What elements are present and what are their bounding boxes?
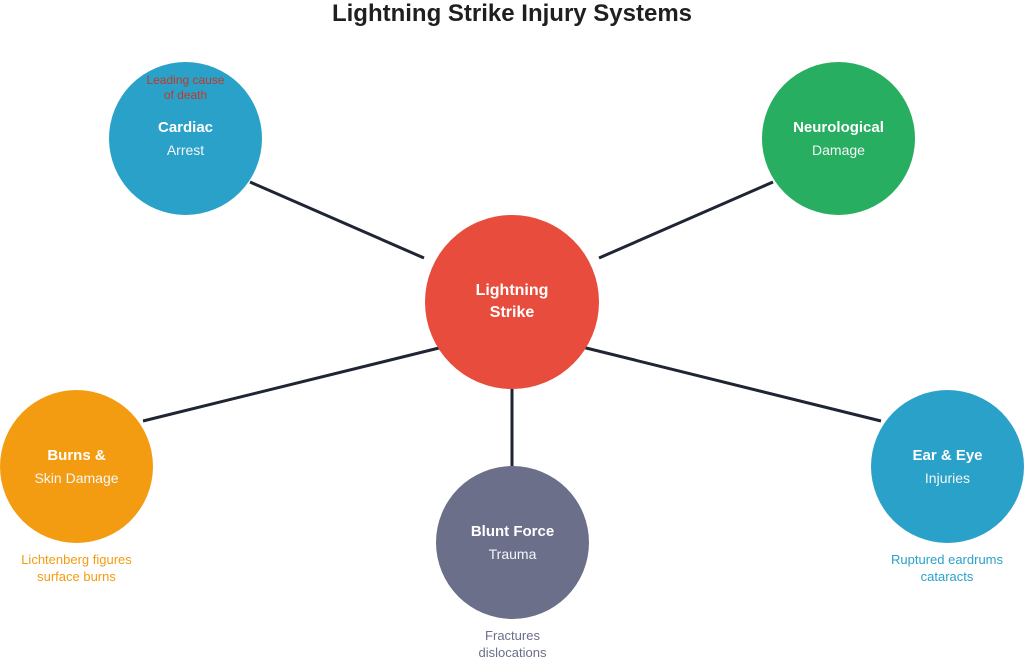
node-neuro-subtitle: Damage	[812, 141, 865, 158]
node-center-line1: Lightning	[475, 282, 549, 299]
node-cardiac-arrest: Cardiac Arrest	[109, 62, 262, 215]
note-eareye-line2: cataracts	[920, 569, 974, 584]
note-burns-line2: surface burns	[37, 569, 116, 584]
note-burns-line1: Lichtenberg figures	[21, 552, 132, 567]
node-lightning-strike: Lightning Strike	[425, 215, 599, 389]
node-burns-skin-damage: Burns & Skin Damage	[0, 390, 153, 543]
node-neuro-title: Neurological	[793, 118, 884, 136]
note-eareye-line1: Ruptured eardrums	[891, 552, 1003, 567]
note-cardiac: Leading cause of death	[115, 73, 256, 103]
connector-eareye	[577, 344, 882, 423]
note-blunt: Fractures dislocations	[436, 627, 589, 661]
note-burns: Lichtenberg figures surface burns	[0, 551, 153, 585]
node-ear-eye-injuries: Ear & Eye Injuries	[871, 390, 1024, 543]
node-cardiac-title: Cardiac	[157, 118, 214, 136]
note-blunt-line2: dislocations	[478, 645, 547, 660]
node-blunt-title: Blunt Force	[470, 522, 555, 540]
node-burns-subtitle: Skin Damage	[34, 469, 119, 486]
note-cardiac-line2: of death	[163, 88, 208, 102]
node-cardiac-subtitle: Arrest	[166, 141, 205, 158]
node-burns-title: Burns &	[47, 446, 106, 464]
node-center-line2: Strike	[489, 304, 535, 321]
note-eareye: Ruptured eardrums cataracts	[864, 551, 1024, 585]
note-cardiac-line1: Leading cause	[146, 73, 225, 87]
node-neurological-damage: Neurological Damage	[762, 62, 915, 215]
connector-cardiac	[249, 180, 425, 260]
note-blunt-line1: Fractures	[485, 628, 540, 643]
connector-neuro	[598, 180, 774, 260]
node-blunt-force-trauma: Blunt Force Trauma	[436, 466, 589, 619]
connector-burns	[142, 344, 448, 423]
node-blunt-subtitle: Trauma	[488, 545, 537, 562]
node-eareye-subtitle: Injuries	[924, 469, 971, 486]
diagram-title: Lightning Strike Injury Systems	[331, 0, 693, 27]
node-eareye-title: Ear & Eye	[912, 446, 983, 464]
